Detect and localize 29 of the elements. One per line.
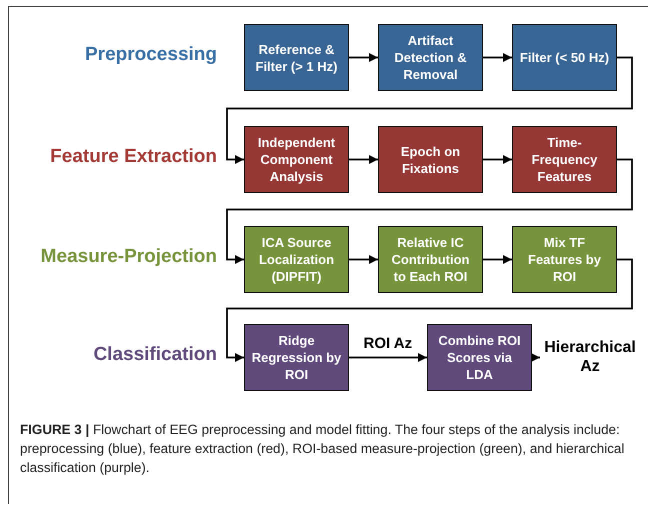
caption: FIGURE 3 | Flowchart of EEG preprocessing and model fitting. The four steps of the analysis include: preprocessing (blue), feature extraction (red), ROI-based measure-projection (green), and hierarchical classification (purple).	[20, 421, 626, 477]
process-box: Mix TF Features by ROI	[512, 226, 617, 293]
arrow	[483, 155, 512, 164]
process-box: Epoch on Fixations	[378, 126, 483, 193]
arrow	[226, 56, 633, 164]
stage-label: Measure-Projection	[40, 246, 217, 268]
process-box: Independent Component Analysis	[244, 126, 349, 193]
edge-label: ROI Az	[362, 334, 414, 352]
arrow	[349, 255, 378, 264]
arrow	[483, 53, 512, 62]
process-box: Ridge Regression by ROI	[244, 324, 349, 391]
process-box: Relative IC Contribution to Each ROI	[378, 226, 483, 293]
process-box: Combine ROI Scores via LDA	[427, 324, 532, 391]
arrow	[226, 258, 633, 362]
arrow	[349, 353, 427, 362]
result-text: Hierarchical Az	[540, 334, 640, 380]
stage-label: Preprocessing	[85, 44, 217, 66]
arrow	[531, 353, 540, 362]
process-box: ICA Source Localization (DIPFIT)	[244, 226, 349, 293]
arrow	[349, 53, 378, 62]
arrow	[226, 158, 633, 264]
stage-label: Feature Extraction	[50, 146, 217, 168]
process-box: Time-Frequency Features	[512, 126, 617, 193]
arrow	[349, 155, 378, 164]
stage-label: Classification	[93, 344, 217, 366]
process-box: Artifact Detection & Removal	[378, 24, 483, 91]
arrow	[483, 255, 512, 264]
process-box: Filter (< 50 Hz)	[512, 24, 617, 91]
process-box: Reference & Filter (> 1 Hz)	[244, 24, 349, 91]
